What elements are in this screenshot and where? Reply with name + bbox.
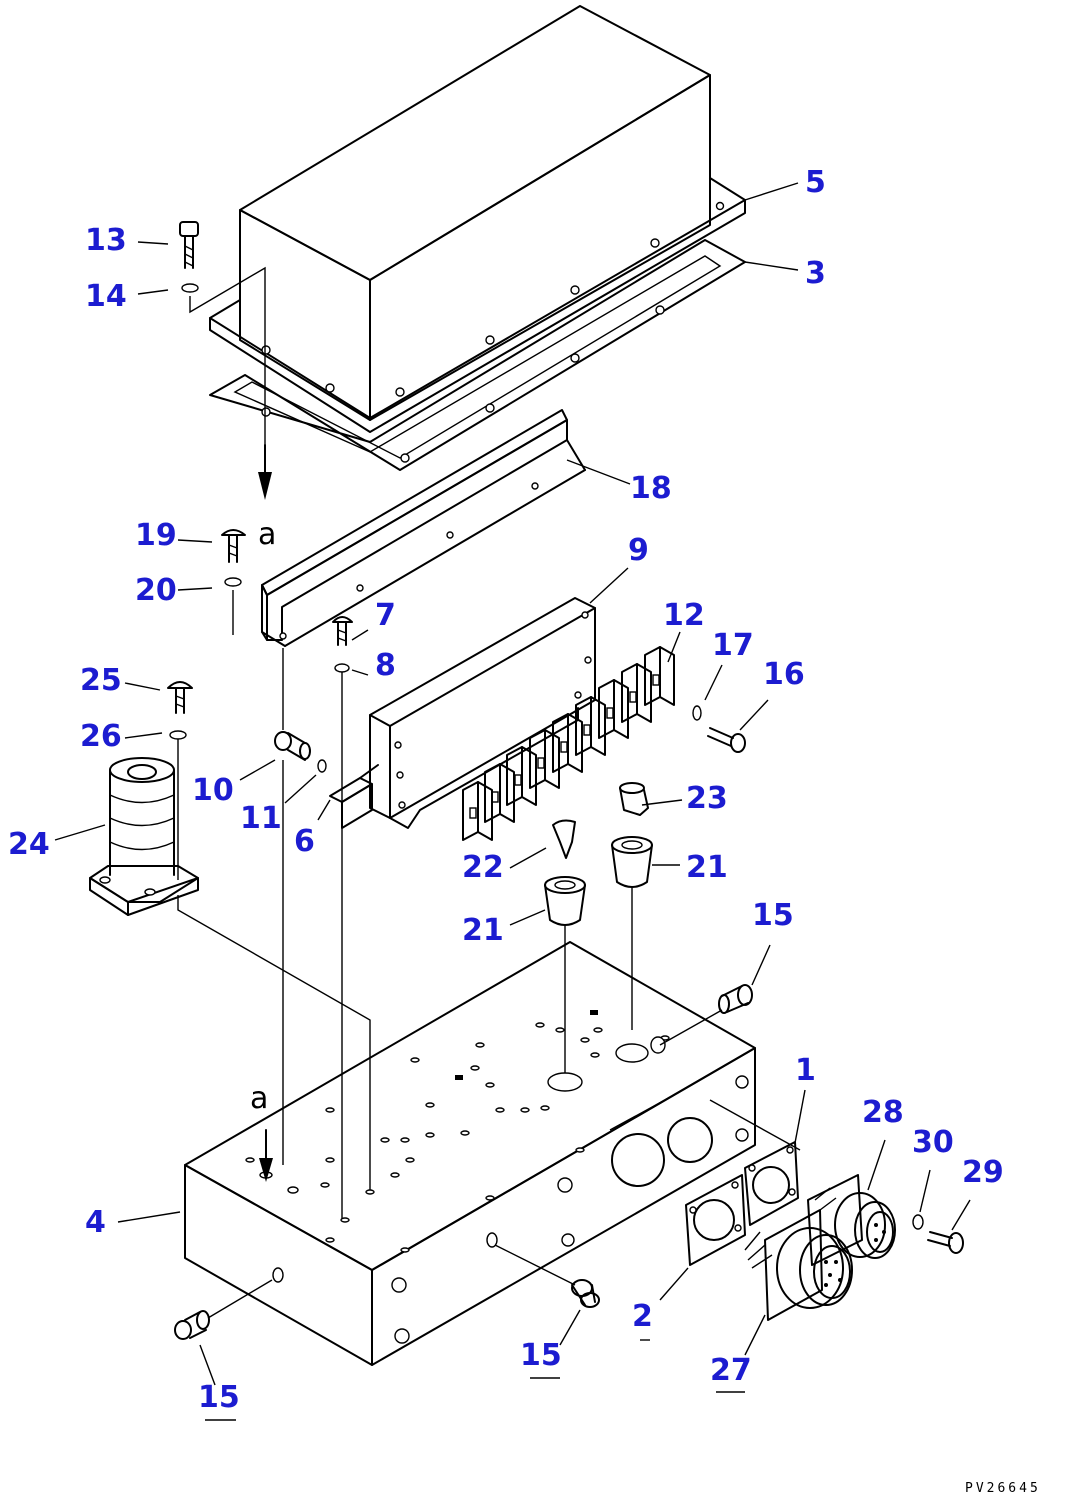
plate-9 <box>369 597 596 829</box>
callout-10: 10 <box>192 773 234 808</box>
callout-26: 26 <box>80 719 122 754</box>
plug-15-left <box>174 1310 210 1340</box>
callout-9: 9 <box>628 533 649 568</box>
callout-18: 18 <box>630 471 672 506</box>
washer-8 <box>334 663 350 673</box>
plug-15-bottom <box>571 1279 600 1308</box>
bolt-25 <box>167 681 193 714</box>
callout-16: 16 <box>763 657 805 692</box>
plug-22 <box>552 819 576 859</box>
bracket-6 <box>329 764 379 829</box>
callout-29: 29 <box>962 1155 1004 1190</box>
callout-12: 12 <box>663 598 705 633</box>
ref-mark-a-upper: a <box>258 517 276 552</box>
grommet-21-right <box>611 836 653 888</box>
screw-16 <box>707 727 746 753</box>
bracket-18 <box>261 409 586 647</box>
cover-flange <box>209 177 746 433</box>
callout-24: 24 <box>8 827 50 862</box>
washer-17 <box>692 705 702 721</box>
callout-7: 7 <box>375 598 396 633</box>
callout-4: 4 <box>85 1205 106 1240</box>
gasket-1 <box>744 1141 799 1226</box>
callout-6: 6 <box>294 824 315 859</box>
callout-5: 5 <box>805 165 826 200</box>
callout-28: 28 <box>862 1095 904 1130</box>
callout-3: 3 <box>805 256 826 291</box>
callout-1: 1 <box>795 1053 816 1088</box>
screw-29 <box>927 1231 964 1254</box>
grommet-21-left <box>544 876 586 926</box>
ref-mark-a-lower: a <box>250 1081 268 1116</box>
callout-27: 27 <box>710 1353 752 1388</box>
callout-25: 25 <box>80 663 122 698</box>
callout-8: 8 <box>375 648 396 683</box>
callout-15-top: 15 <box>752 898 794 933</box>
bolt-7 <box>332 616 353 646</box>
clip-10 <box>274 731 311 761</box>
clip-11 <box>317 759 327 773</box>
callout-20: 20 <box>135 573 177 608</box>
relay-blocks <box>462 646 675 841</box>
callout-21-right: 21 <box>686 850 728 885</box>
bolt-13 <box>179 221 199 269</box>
drawing-code: PV26645 <box>965 1481 1041 1496</box>
callout-22: 22 <box>462 850 504 885</box>
callout-11: 11 <box>240 801 282 836</box>
callout-labels: 5 3 13 14 18 19 20 9 7 8 12 17 16 25 26 … <box>8 165 1004 1415</box>
callout-15-left: 15 <box>198 1380 240 1415</box>
callout-23: 23 <box>686 781 728 816</box>
cover-part <box>239 5 711 421</box>
callout-2: 2 <box>632 1299 653 1334</box>
washer-30 <box>912 1214 924 1230</box>
solenoid-24 <box>89 757 199 916</box>
bolt-19 <box>221 529 246 563</box>
washer-26 <box>169 730 187 740</box>
callout-21-left: 21 <box>462 913 504 948</box>
callout-30: 30 <box>912 1125 954 1160</box>
callout-14: 14 <box>85 279 127 314</box>
washer-20 <box>224 577 242 587</box>
connector-28 <box>807 1174 896 1266</box>
callout-13: 13 <box>85 223 127 258</box>
plug-15-top <box>718 984 753 1014</box>
callout-17: 17 <box>712 628 754 663</box>
plug-23 <box>619 782 649 816</box>
washer-14 <box>181 283 199 293</box>
callout-15-bottom: 15 <box>520 1338 562 1373</box>
callout-19: 19 <box>135 518 177 553</box>
gasket-2 <box>685 1174 746 1266</box>
valve-block-4 <box>184 941 801 1366</box>
